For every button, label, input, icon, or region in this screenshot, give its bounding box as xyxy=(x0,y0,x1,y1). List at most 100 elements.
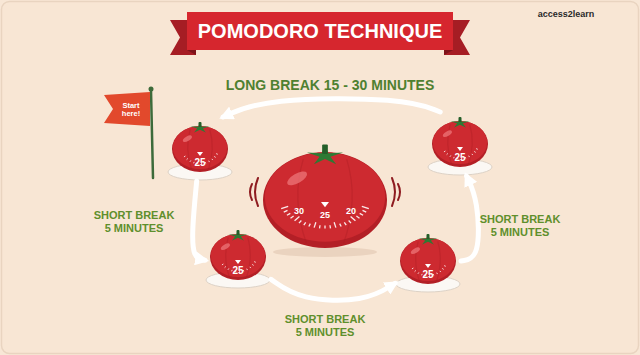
ribbon-fold xyxy=(187,50,196,55)
dial-tick xyxy=(281,206,288,208)
dial-pointer xyxy=(321,202,329,207)
dial-tick xyxy=(344,222,346,225)
tomato-leaf xyxy=(418,235,437,245)
timer-minutes: 25 xyxy=(185,157,215,168)
dial-tick xyxy=(291,216,294,218)
dial-tick xyxy=(417,272,419,273)
tomato-stem xyxy=(322,144,328,154)
small-outline xyxy=(205,225,271,289)
dial-tick xyxy=(412,268,413,270)
break-label: LONG BREAK 15 - 30 MINUTES xyxy=(200,78,460,93)
tomato-leaves xyxy=(190,122,209,132)
dial-tick xyxy=(287,213,290,215)
dial-tick xyxy=(476,148,478,150)
tomato-lobe xyxy=(246,237,250,277)
small-outline xyxy=(427,112,493,176)
dial-tick xyxy=(246,269,248,270)
dial-ticks xyxy=(281,206,369,228)
dial-tick xyxy=(227,268,229,269)
big-outline xyxy=(260,138,390,250)
cycle-arrow xyxy=(223,99,440,117)
dial-tick xyxy=(314,222,316,227)
edge-group xyxy=(193,99,479,301)
dial-pointer xyxy=(235,260,241,264)
timer-minutes: 25 xyxy=(413,269,443,280)
tomato-leaf xyxy=(307,145,343,164)
tomato-shade xyxy=(400,238,456,284)
tomato-shade xyxy=(263,152,387,248)
dial-tick xyxy=(415,270,416,271)
dial-tick xyxy=(444,151,445,153)
dial-tick xyxy=(216,153,218,155)
dial-tick xyxy=(214,156,215,158)
dial-tick xyxy=(295,217,300,221)
tomato-highlight xyxy=(220,242,231,251)
dial-pointer xyxy=(457,147,463,151)
dial-tick xyxy=(309,224,310,227)
tomato-leaves xyxy=(228,230,247,240)
dial-tick xyxy=(468,156,470,157)
tomato-shade xyxy=(432,121,488,167)
dial-tick xyxy=(442,268,443,270)
flag-label: Start here! xyxy=(118,102,144,117)
dial-number: 25 xyxy=(315,211,335,221)
dial-tick xyxy=(319,225,321,228)
tomato-stem xyxy=(427,234,430,239)
tomato-highlight xyxy=(285,169,309,188)
timer-minutes: 25 xyxy=(445,152,475,163)
dial-tick xyxy=(222,264,223,266)
dial-tick xyxy=(208,161,210,162)
tomato-body xyxy=(211,234,265,277)
motion-mark xyxy=(392,178,395,206)
main-timer: 30 25 20 xyxy=(260,138,390,250)
dial-tick xyxy=(212,159,213,160)
dial-tick xyxy=(334,222,336,227)
tomato-stem xyxy=(199,122,202,127)
break-label: SHORT BREAK 5 MINUTES xyxy=(283,313,367,338)
cycle-arrow xyxy=(461,176,478,261)
tomato-shade xyxy=(210,234,266,280)
break-label: SHORT BREAK 5 MINUTES xyxy=(92,209,176,234)
pomodoro-timer: 25 xyxy=(205,225,271,289)
tomato-leaf xyxy=(450,118,469,128)
tomato-body xyxy=(173,126,227,169)
dial-tick xyxy=(447,153,448,154)
tomato-highlight xyxy=(410,246,421,255)
tomato-leaf xyxy=(228,231,247,241)
tomato-highlight xyxy=(442,129,453,138)
timer-minutes: 25 xyxy=(223,265,253,276)
banner-title: POMODORO TECHNIQUE xyxy=(198,20,442,42)
motion-mark xyxy=(250,184,252,200)
timer-shadow xyxy=(273,247,377,257)
cycle-arrow xyxy=(193,181,205,260)
motion-mark xyxy=(255,178,258,206)
ribbon-fold xyxy=(444,50,453,55)
dial-tick xyxy=(474,151,475,153)
tomato-highlight xyxy=(182,134,193,143)
dial-number: 30 xyxy=(289,207,309,217)
tomato-body xyxy=(433,121,487,164)
dial-tick xyxy=(349,221,351,224)
flag-cloth xyxy=(104,92,150,126)
pomodoro-timer: 25 xyxy=(395,229,461,293)
dial-tick xyxy=(362,206,369,208)
motion-mark xyxy=(398,184,400,200)
pomodoro-timer: 25 xyxy=(167,117,233,181)
dial-pointer xyxy=(425,264,431,268)
tomato-stem xyxy=(237,230,240,235)
dial-tick xyxy=(324,225,325,228)
tomato-lobe xyxy=(344,159,353,243)
dial-number: 20 xyxy=(341,207,361,217)
dial-tick xyxy=(284,210,288,212)
tomato-body xyxy=(265,152,385,241)
title-ribbon xyxy=(187,12,453,50)
dial-tick xyxy=(304,222,306,225)
dial-tick xyxy=(254,261,256,263)
break-label: SHORT BREAK 5 MINUTES xyxy=(478,213,562,238)
brand-logo: access2learn xyxy=(538,10,595,20)
dial-tick xyxy=(184,156,185,158)
dial-pointer xyxy=(197,152,203,156)
tomato-lobe xyxy=(468,124,472,164)
small-outline xyxy=(395,229,461,293)
